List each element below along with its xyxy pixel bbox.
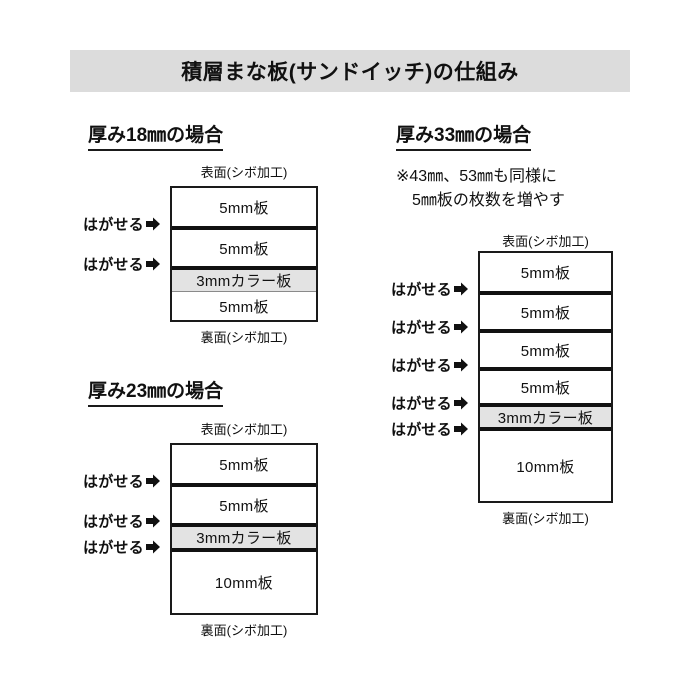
layer-label: 5mm板	[520, 264, 571, 282]
right-arrow-icon	[145, 257, 160, 271]
layer-label: 5mm板	[520, 379, 571, 397]
layer-row: 5mm板	[480, 367, 611, 403]
layer-label: 5mm板	[219, 456, 269, 474]
right-arrow-icon	[453, 422, 468, 436]
peel-text: はがせる	[83, 216, 144, 234]
layer-row-color: 3mmカラー板	[480, 403, 611, 427]
front-caption-23mm: 表面(シボ加工)	[200, 422, 288, 437]
layer-label: 5mm板	[520, 304, 571, 322]
page-title-banner: 積層まな板(サンドイッチ)の仕組み	[70, 50, 630, 92]
layer-row: 10mm板	[172, 548, 316, 613]
layer-row: 5mm板	[172, 445, 316, 483]
front-caption-18mm: 表面(シボ加工)	[200, 165, 288, 180]
peel-label-18mm-1: はがせる	[83, 214, 160, 235]
back-caption-18mm: 裏面(シボ加工)	[200, 330, 288, 345]
layer-label: 5mm板	[219, 497, 269, 515]
peel-label-18mm-2: はがせる	[83, 254, 160, 275]
peel-text: はがせる	[391, 357, 452, 375]
layer-label: 10mm板	[214, 575, 274, 592]
board-stack-18mm: 5mm板 5mm板 3mmカラー板 5mm板	[170, 186, 318, 322]
layer-label: 5mm板	[219, 298, 269, 316]
peel-text: はがせる	[391, 281, 452, 299]
layer-row: 5mm板	[172, 483, 316, 523]
section-heading-33mm: 厚み33㎜の場合	[396, 120, 532, 151]
layer-row: 5mm板	[172, 291, 316, 320]
peel-text: はがせる	[391, 395, 452, 413]
back-caption-23mm: 裏面(シボ加工)	[200, 623, 288, 638]
page-title: 積層まな板(サンドイッチ)の仕組み	[181, 61, 519, 84]
back-caption-33mm: 裏面(シボ加工)	[502, 511, 589, 526]
peel-label-33mm-5: はがせる	[391, 419, 468, 440]
peel-label-33mm-4: はがせる	[391, 393, 468, 414]
layer-label: 3mmカラー板	[196, 273, 292, 290]
layer-label: 5mm板	[219, 199, 269, 217]
peel-text: はがせる	[83, 513, 144, 531]
right-arrow-icon	[453, 396, 468, 410]
peel-label-23mm-3: はがせる	[83, 537, 160, 558]
peel-label-33mm-3: はがせる	[391, 355, 468, 376]
layer-row: 10mm板	[480, 427, 611, 501]
right-arrow-icon	[145, 514, 160, 528]
peel-text: はがせる	[83, 473, 144, 491]
note-line-2: 5㎜板の枚数を増やす	[412, 192, 565, 209]
peel-text: はがせる	[391, 421, 452, 439]
layer-row: 5mm板	[480, 291, 611, 329]
note-33mm: ※43㎜、53㎜も同様に 5㎜板の枚数を増やす	[396, 165, 565, 213]
peel-label-23mm-1: はがせる	[83, 471, 160, 492]
peel-text: はがせる	[391, 319, 452, 337]
right-arrow-icon	[145, 217, 160, 231]
right-arrow-icon	[453, 320, 468, 334]
peel-label-23mm-2: はがせる	[83, 511, 160, 532]
layer-row: 5mm板	[480, 329, 611, 367]
layer-label: 3mmカラー板	[196, 530, 292, 547]
layer-row: 5mm板	[172, 188, 316, 226]
right-arrow-icon	[145, 474, 160, 488]
peel-text: はがせる	[83, 256, 144, 274]
layer-label: 3mmカラー板	[497, 409, 594, 427]
front-caption-33mm: 表面(シボ加工)	[502, 234, 589, 249]
layer-row: 5mm板	[480, 253, 611, 291]
layer-row-color: 3mmカラー板	[172, 266, 316, 291]
section-heading-23mm: 厚み23㎜の場合	[88, 376, 224, 407]
peel-label-33mm-2: はがせる	[391, 317, 468, 338]
layer-label: 10mm板	[516, 458, 575, 476]
peel-label-33mm-1: はがせる	[391, 279, 468, 300]
layer-row-color: 3mmカラー板	[172, 523, 316, 548]
note-line-1: ※43㎜、53㎜も同様に	[396, 168, 558, 185]
board-stack-33mm: 5mm板 5mm板 5mm板 5mm板 3mmカラー板 10mm板	[478, 251, 613, 503]
peel-text: はがせる	[83, 539, 144, 557]
layer-label: 5mm板	[219, 240, 269, 258]
right-arrow-icon	[453, 358, 468, 372]
right-arrow-icon	[453, 282, 468, 296]
layer-row: 5mm板	[172, 226, 316, 266]
layer-label: 5mm板	[520, 342, 571, 360]
section-heading-18mm: 厚み18㎜の場合	[88, 120, 224, 151]
board-stack-23mm: 5mm板 5mm板 3mmカラー板 10mm板	[170, 443, 318, 615]
right-arrow-icon	[145, 540, 160, 554]
